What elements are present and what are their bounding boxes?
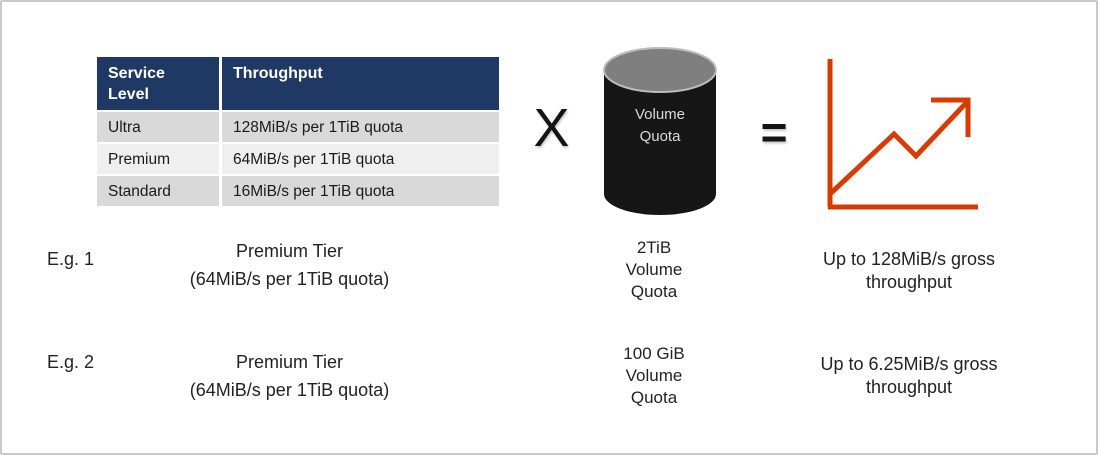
result-line1: Up to 6.25MiB/s gross [820,354,998,374]
throughput-cell: 16MiB/s per 1TiB quota [222,174,499,206]
cylinder-label: Volume Quota [602,104,718,148]
throughput-chart [820,54,988,212]
example-label: E.g. 1 [47,249,95,269]
example-label: E.g. 2 [47,352,95,372]
table-row-premium: Premium 64MiB/s per 1TiB quota [97,142,499,174]
result-line1: Up to 128MiB/s gross [822,249,996,269]
service-level-table: Service Level Throughput Ultra 128MiB/s … [97,57,499,206]
tier-line2: (64MiB/s per 1TiB quota) [189,269,390,289]
example-result: Up to 6.25MiB/s gross throughput [784,353,1034,399]
trend-chart-icon [827,59,978,210]
tier-line1: Premium Tier [235,241,343,261]
chart-arrow-head [931,97,971,137]
cylinder-body [604,70,716,215]
table-header-throughput: Throughput [222,57,499,110]
example-tier: Premium Tier (64MiB/s per 1TiB quota) [137,348,442,404]
table-row-standard: Standard 16MiB/s per 1TiB quota [97,174,499,206]
cylinder-label-line2: Quota [639,128,681,145]
result-line2: throughput [865,272,953,292]
example-result: Up to 128MiB/s gross throughput [784,248,1034,294]
table-header-service-level: Service Level [97,57,222,110]
tier-line2: (64MiB/s per 1TiB quota) [189,380,390,400]
service-level-cell: Ultra [97,110,222,142]
throughput-cell: 64MiB/s per 1TiB quota [222,142,499,174]
quota-line1: 100 GiB [623,344,685,363]
multiply-operator: X [533,98,570,158]
throughput-cell: 128MiB/s per 1TiB quota [222,110,499,142]
example-quota: 100 GiB Volume Quota [594,343,714,409]
quota-line3: Quota [630,388,678,407]
table-header-row: Service Level Throughput [97,57,499,110]
cylinder-icon [603,47,717,215]
tier-line1: Premium Tier [235,352,343,372]
quota-line2: Volume [625,366,683,385]
table-row-ultra: Ultra 128MiB/s per 1TiB quota [97,110,499,142]
service-level-cell: Standard [97,174,222,206]
result-line2: throughput [865,377,953,397]
volume-quota-cylinder: Volume Quota [602,46,718,218]
cylinder-top [603,47,717,93]
quota-line3: Quota [630,282,678,301]
chart-trend-line [828,99,970,196]
quota-line1: 2TiB [636,238,672,257]
equals-operator: = [760,106,788,158]
quota-line2: Volume [625,260,683,279]
example-tier: Premium Tier (64MiB/s per 1TiB quota) [137,237,442,293]
cylinder-label-line1: Volume [634,106,686,123]
example-quota: 2TiB Volume Quota [594,237,714,303]
service-level-cell: Premium [97,142,222,174]
